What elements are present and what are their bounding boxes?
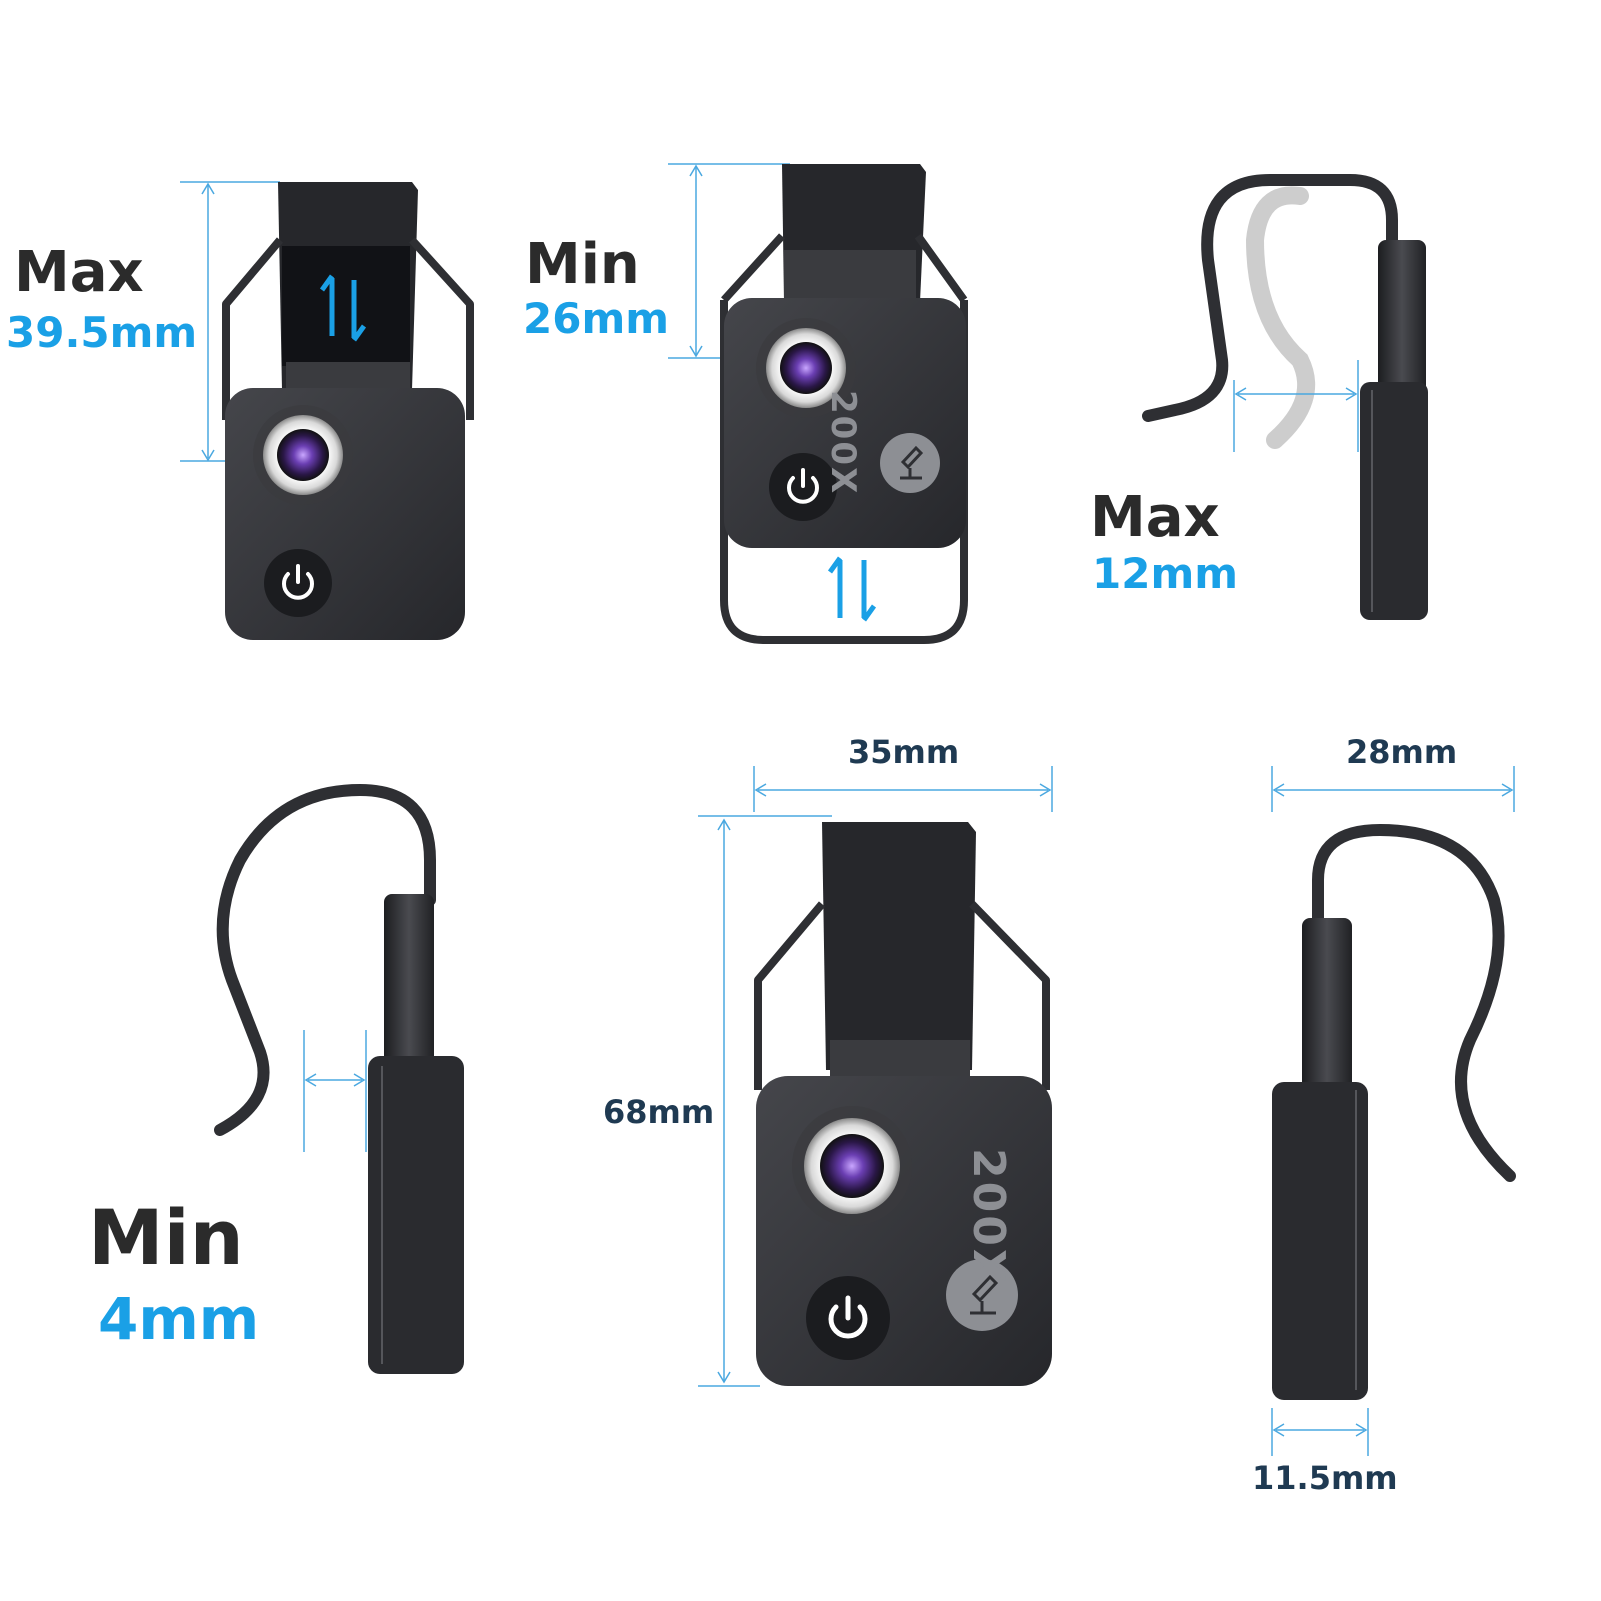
- lens-icon: [780, 342, 832, 394]
- side-view-dimensions: [1271, 766, 1516, 1456]
- clip-min-label: Min: [525, 232, 640, 297]
- clip-max-label: Max: [14, 240, 144, 305]
- clip-ghost: [1245, 186, 1316, 449]
- lens-icon: [820, 1134, 884, 1198]
- grip-texture: [784, 250, 916, 300]
- power-icon: [787, 468, 819, 504]
- grip-texture: [286, 362, 410, 388]
- wire-frame: [754, 901, 1050, 1090]
- microscope-icon: [946, 1259, 1018, 1331]
- front-view-clip-max: [180, 181, 474, 640]
- dimension-line-11-5mm: [1271, 1408, 1369, 1456]
- wire-frame: [720, 300, 968, 644]
- slide-arrows-icon: [319, 274, 367, 342]
- wire-frame: [222, 237, 474, 420]
- clip-arm: [214, 784, 436, 1136]
- dimension-line-12mm: [1233, 360, 1359, 452]
- gap-min-label: Min: [88, 1193, 244, 1282]
- clip-max-value: 39.5mm: [6, 308, 198, 357]
- front-view-dimensions: [698, 766, 1053, 1387]
- side-view-gap-min: [214, 784, 464, 1374]
- clip-slot: [282, 246, 410, 366]
- gap-max-label: Max: [1090, 485, 1220, 550]
- magnification-label: 200X: [823, 390, 863, 496]
- dimension-line-68mm: [698, 815, 832, 1387]
- slide-arrows-icon: [827, 556, 877, 622]
- device-body: [225, 388, 465, 640]
- grip-texture: [830, 1040, 970, 1080]
- dimension-line-4mm: [303, 1030, 367, 1152]
- power-icon: [828, 1295, 868, 1339]
- gap-min-value: 4mm: [98, 1285, 260, 1353]
- body-depth-dimension-label: 11.5mm: [1252, 1459, 1398, 1497]
- device-body-side: [1360, 382, 1428, 620]
- height-dimension-label: 68mm: [603, 1093, 715, 1131]
- front-view-clip-min: [668, 163, 968, 644]
- device-body-side: [368, 1056, 464, 1374]
- clip-arm: [1142, 174, 1398, 422]
- dimension-line-28mm: [1271, 766, 1515, 812]
- magnification-label: 200X: [963, 1148, 1014, 1286]
- gap-max-value: 12mm: [1092, 549, 1238, 598]
- clip-arm: [1312, 824, 1516, 1182]
- dimension-line-35mm: [753, 766, 1053, 812]
- device-body-side: [1272, 1082, 1368, 1400]
- clip-tab: [822, 822, 976, 1070]
- width-dimension-label: 35mm: [848, 733, 960, 771]
- side-view-gap-max: [1142, 174, 1428, 620]
- clip-min-value: 26mm: [523, 294, 669, 343]
- clip-depth-dimension-label: 28mm: [1346, 733, 1458, 771]
- lens-icon: [277, 429, 329, 481]
- power-icon: [282, 564, 314, 600]
